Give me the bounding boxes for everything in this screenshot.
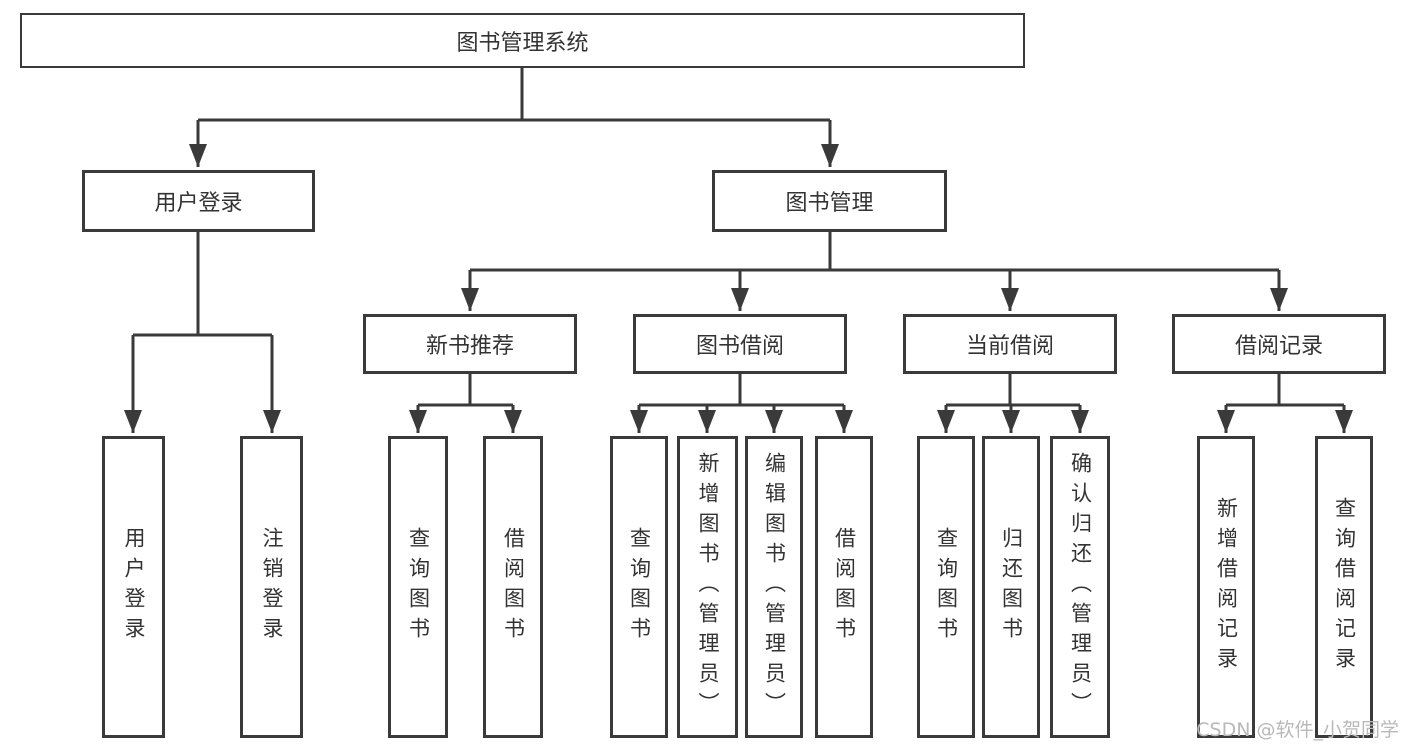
node-new-book-recommend: 新书推荐 (363, 314, 577, 374)
leaf-borrow-books-borrow: 借阅图书 (815, 436, 873, 738)
leaf-confirm-return-admin: 确认归还（管理员） (1050, 436, 1110, 738)
node-book-borrow: 图书借阅 (633, 314, 847, 374)
leaf-query-books-new: 查询图书 (388, 436, 448, 738)
leaf-query-books-borrow: 查询图书 (610, 436, 668, 738)
leaf-logout: 注销登录 (240, 436, 303, 738)
leaf-query-borrow-record: 查询借阅记录 (1315, 436, 1373, 738)
node-root: 图书管理系统 (20, 13, 1025, 68)
leaf-return-book: 归还图书 (982, 436, 1040, 738)
leaf-user-login: 用户登录 (102, 436, 165, 738)
leaf-edit-book-admin: 编辑图书（管理员） (745, 436, 803, 738)
leaf-add-borrow-record: 新增借阅记录 (1197, 436, 1255, 738)
leaf-add-book-admin: 新增图书（管理员） (677, 436, 738, 738)
leaf-query-books-current: 查询图书 (917, 436, 975, 738)
node-book-management: 图书管理 (712, 170, 947, 232)
node-current-borrow: 当前借阅 (903, 314, 1117, 374)
node-user-login: 用户登录 (82, 170, 315, 232)
node-borrow-records: 借阅记录 (1172, 314, 1386, 374)
csdn-watermark: CSDN @软件_小贺同学 (1196, 719, 1399, 741)
leaf-borrow-books-new: 借阅图书 (483, 436, 543, 738)
